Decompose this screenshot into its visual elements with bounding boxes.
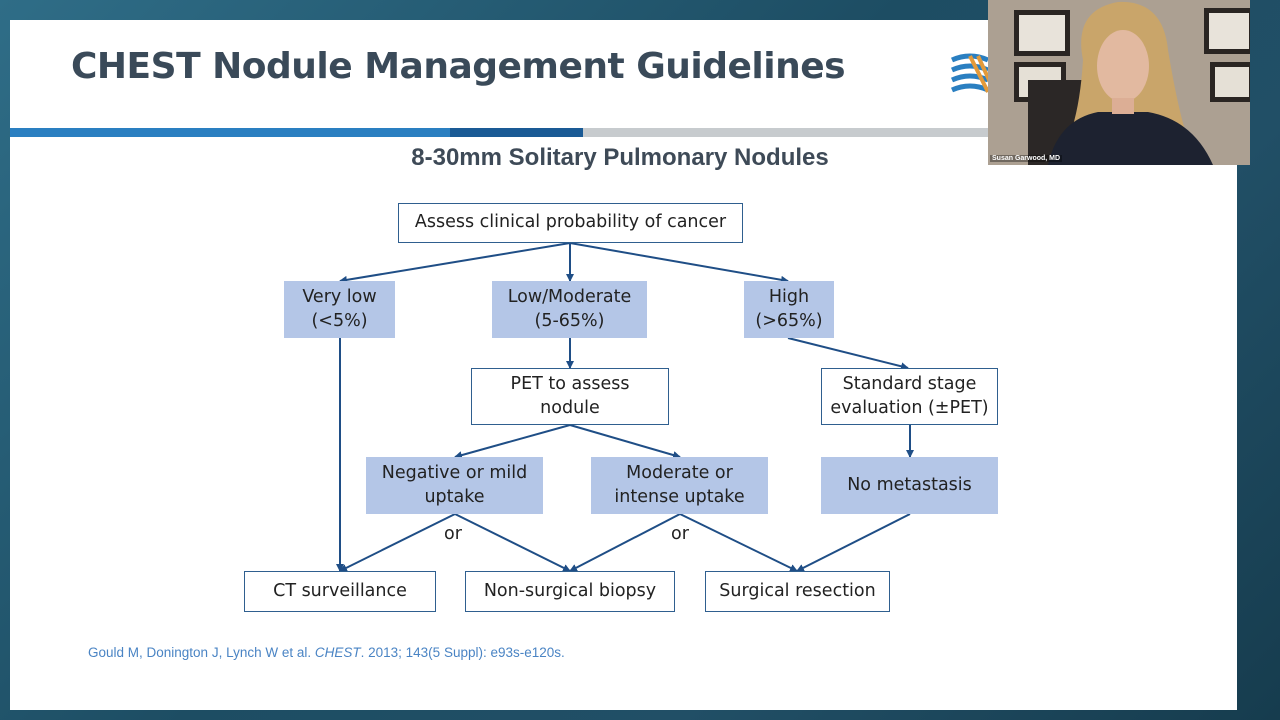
arrow-assess-to-high — [569, 242, 789, 284]
arrow-negative-to-ct — [339, 513, 456, 572]
title-divider-bar — [583, 128, 1237, 137]
presenter-video-icon — [988, 0, 1250, 165]
pet-assessment-box: PET to assess nodule — [471, 368, 669, 425]
arrow-high-to-staging — [787, 337, 909, 371]
arrow-assess-to-very-low — [339, 242, 571, 284]
slide-title: CHEST Nodule Management Guidelines — [71, 46, 846, 87]
ct-surveillance-box: CT surveillance — [244, 571, 436, 612]
low-moderate-probability-box: Low/Moderate (5-65%) — [492, 281, 647, 338]
or-label: or — [671, 524, 689, 544]
very-low-probability-box: Very low (<5%) — [284, 281, 395, 338]
negative-uptake-box: Negative or mild uptake — [366, 457, 543, 514]
presenter-name-label: Susan Garwood, MD — [990, 155, 1063, 162]
citation-details: . 2013; 143(5 Suppl): e93s-e120s. — [360, 645, 565, 660]
high-probability-box: High (>65%) — [744, 281, 834, 338]
arrow-pet-to-moderate — [569, 424, 681, 459]
presenter-webcam: Susan Garwood, MD — [988, 0, 1250, 165]
slide-subtitle: 8-30mm Solitary Pulmonary Nodules — [411, 144, 829, 171]
arrow-moderate-to-resection — [679, 513, 798, 572]
arrow-negative-to-biopsy — [454, 513, 571, 572]
title-accent-bar-dark — [450, 128, 583, 137]
citation-journal: CHEST — [314, 645, 361, 660]
arrow-moderate-to-biopsy — [569, 513, 681, 572]
staging-evaluation-box: Standard stage evaluation (±PET) — [821, 368, 998, 425]
arrow-no-metastasis-to-resection — [796, 513, 911, 572]
no-metastasis-box: No metastasis — [821, 457, 998, 514]
title-accent-bar — [10, 128, 450, 137]
moderate-uptake-box: Moderate or intense uptake — [591, 457, 768, 514]
assess-probability-box: Assess clinical probability of cancer — [398, 203, 743, 243]
arrow-pet-to-negative — [454, 424, 571, 459]
non-surgical-biopsy-box: Non-surgical biopsy — [465, 571, 675, 612]
citation: Gould M, Donington J, Lynch W et al. CHE… — [88, 645, 565, 660]
surgical-resection-box: Surgical resection — [705, 571, 890, 612]
flowchart-arrows — [336, 242, 914, 572]
or-label: or — [444, 524, 462, 544]
citation-authors: Gould M, Donington J, Lynch W et al. — [88, 645, 315, 660]
